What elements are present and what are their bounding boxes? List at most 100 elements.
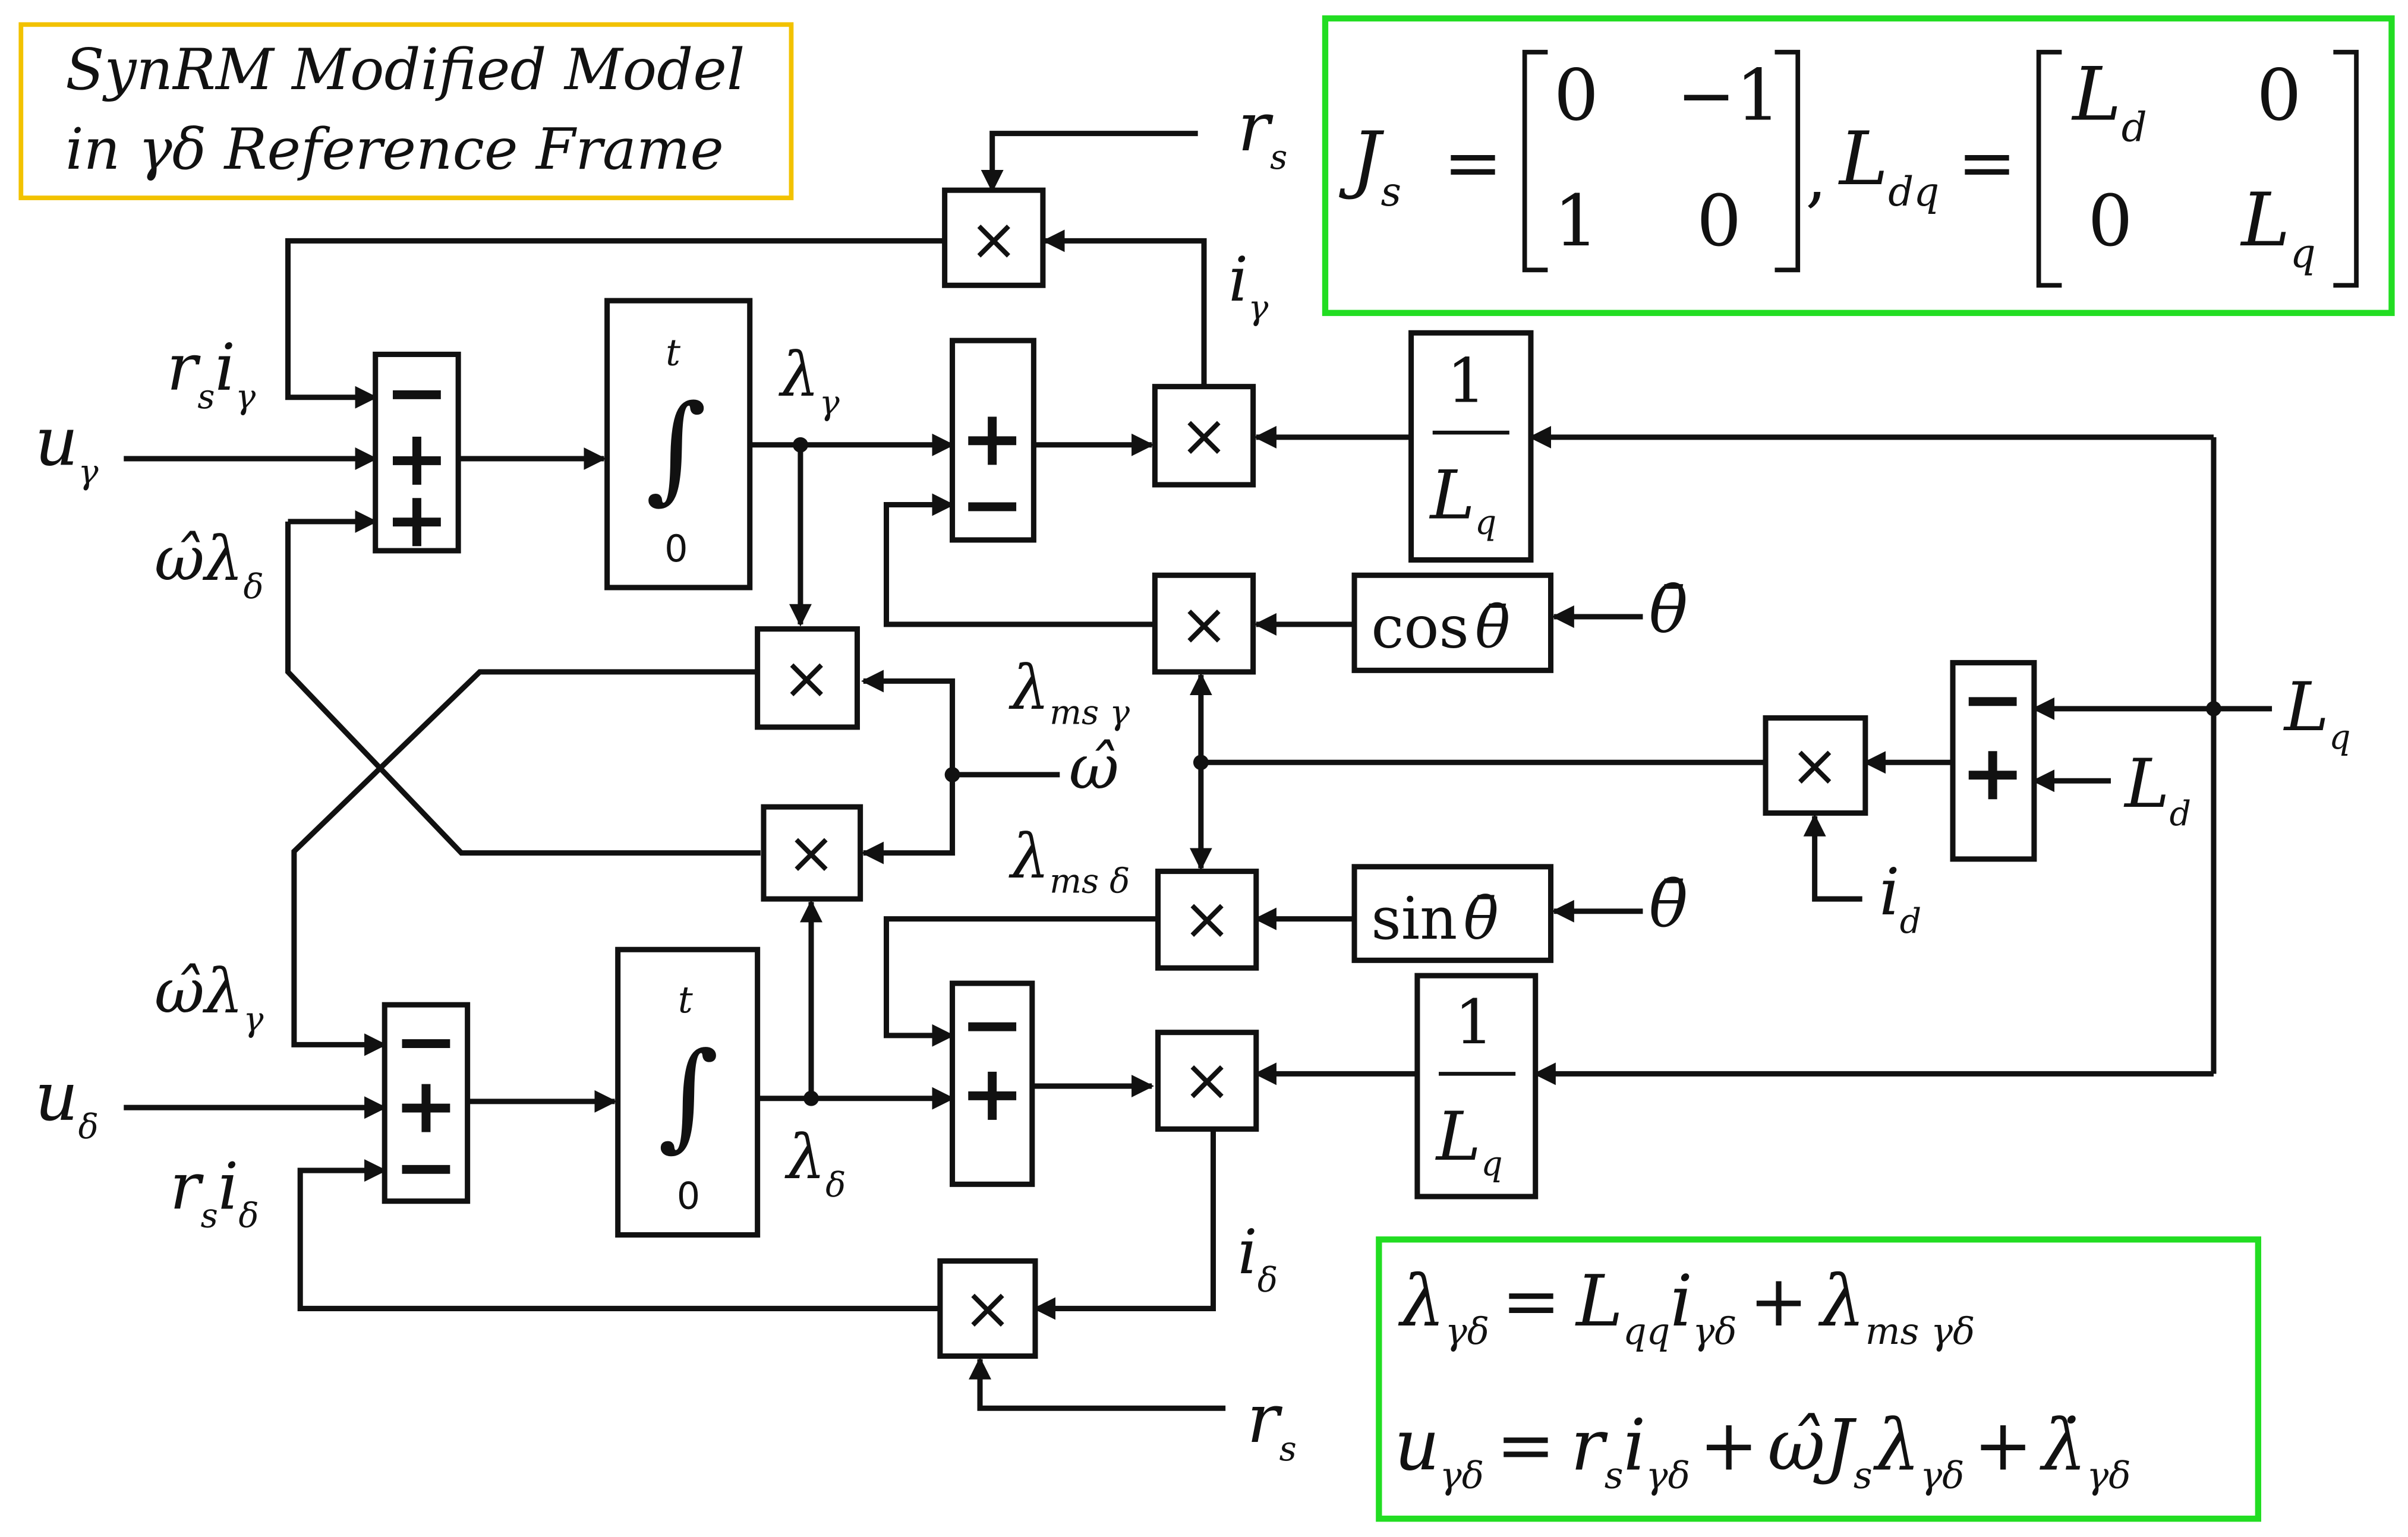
theta-top-label: θ̄ (1649, 572, 1688, 648)
blocks (373, 187, 2037, 1359)
comma: , (1805, 137, 1827, 216)
svg-text:1: 1 (1455, 987, 1494, 1058)
svg-text:×: × (782, 645, 831, 712)
sin-block (1351, 864, 1554, 963)
cos-block (1351, 572, 1554, 673)
junction-dots (793, 437, 2221, 1106)
svg-text:Lq: Lq (1429, 456, 1496, 542)
integrator-delta-content: t ∫ 0 (658, 978, 718, 1217)
svg-text:1: 1 (1447, 345, 1486, 416)
bracket-left-2 (2036, 49, 2062, 288)
sum-delta-block (382, 1002, 471, 1204)
js-symbol: Js (1339, 116, 1401, 215)
svg-text:×: × (969, 206, 1018, 273)
lq-input-label: Lq (2283, 668, 2351, 757)
svg-text:∫: ∫ (658, 1028, 718, 1163)
svg-text:∫: ∫ (646, 380, 707, 516)
sum-ld-lq-block (1950, 659, 2037, 862)
matrix-equation: Js = 0 −1 1 0 , Ldq = Ld 0 0 Lq (1339, 49, 2359, 288)
svg-text:0: 0 (677, 1175, 700, 1218)
svg-text:+: + (394, 1062, 458, 1151)
bracket-right-1 (1775, 49, 1801, 273)
sum-gamma-block (373, 351, 461, 554)
multiply-igamma-block (1152, 384, 1256, 488)
svg-text:×: × (1791, 732, 1839, 800)
ld-input-label: Ld (2123, 744, 2191, 834)
multiply-rs-idelta-block (937, 1258, 1038, 1359)
multiply-sin-block (1155, 869, 1259, 971)
matrix-equation-box (1322, 15, 2395, 316)
svg-text:−: − (394, 1123, 458, 1212)
svg-text:0: 0 (664, 527, 688, 570)
title-box (18, 22, 794, 200)
m12: −1 (1676, 55, 1780, 137)
u-delta-label: uδ (35, 1058, 99, 1147)
sum-signs: − + + + − − + − + − − + (384, 348, 2025, 1212)
d12: 0 (2256, 55, 2302, 137)
svg-text:+: + (960, 1049, 1025, 1138)
i-gamma-label: iγ (1228, 244, 1268, 327)
svg-text:+: + (384, 414, 449, 503)
inv-lq-delta-block (1414, 973, 1539, 1200)
svg-text:−: − (394, 997, 458, 1086)
lambda-ms-gamma-label: λms γ (1008, 652, 1130, 733)
multiply-symbols: × × × × × × × × × (782, 206, 1839, 1343)
bracket-left-1 (1522, 49, 1548, 273)
integrator-gamma-block (604, 298, 753, 591)
rs-top-label: rs (1238, 88, 1287, 177)
lambda-ms-delta-label: λms δ (1008, 821, 1130, 901)
svg-text:−: − (1961, 655, 2025, 744)
svg-text:+: + (960, 394, 1025, 483)
u-gamma-label: uγ (35, 402, 99, 491)
lambda-delta-label: λδ (784, 1122, 846, 1205)
title-line-1: SynRM Modified Model (65, 36, 745, 103)
model-equations-box (1376, 1236, 2261, 1522)
signal-labels: rs iγ rsiγ uγ ω̂λδ λγ λms γ ω̂ λms δ θ̄ … (35, 88, 2351, 1469)
svg-text:×: × (1180, 402, 1228, 470)
integrator-delta-block (615, 946, 761, 1238)
multiply-w-lambda-delta-block (755, 626, 860, 730)
svg-text:−: − (960, 980, 1025, 1069)
flux-equation: λγδ=Lqqiγδ+λms γδ (1398, 1261, 1975, 1353)
sum-delta2-block (950, 980, 1035, 1187)
equals-2: = (1958, 122, 2017, 204)
ldq-symbol: Ldq (1838, 116, 1939, 215)
m11: 0 (1554, 55, 1599, 137)
svg-text:×: × (1183, 885, 1231, 953)
rs-idelta-label: rsiδ (170, 1149, 259, 1236)
i-delta-label: iδ (1238, 1217, 1278, 1300)
svg-text:+: + (1961, 728, 2025, 818)
m21: 1 (1554, 181, 1599, 263)
multiply-idelta-block (1155, 1030, 1259, 1132)
multiply-ld-lq-block (1763, 715, 1868, 816)
svg-text:×: × (787, 819, 836, 887)
svg-text:×: × (963, 1275, 1012, 1343)
svg-text:×: × (1180, 591, 1228, 658)
inv-lq-delta-content: 1 Lq (1435, 987, 1516, 1183)
lambda-gamma-label: λγ (778, 339, 839, 422)
inv-lq-gamma-block (1408, 330, 1534, 563)
equals-1: = (1443, 122, 1503, 204)
d22: Lq (2240, 178, 2315, 276)
d11: Ld (2071, 52, 2147, 150)
m22: 0 (1697, 181, 1742, 263)
d21: 0 (2088, 181, 2133, 263)
theta-bottom-label: θ̄ (1649, 867, 1688, 942)
svg-text:−: − (384, 348, 449, 437)
signal-wires (124, 131, 2273, 1411)
bracket-right-2 (2333, 49, 2359, 288)
rs-igamma-label: rsiγ (167, 330, 256, 416)
id-input-label: id (1879, 854, 1921, 941)
multiply-rs-igamma-block (942, 187, 1046, 288)
inv-lq-gamma-content: 1 Lq (1429, 345, 1509, 542)
svg-text:×: × (1183, 1046, 1231, 1114)
svg-text:t: t (678, 978, 693, 1021)
integrator-gamma-content: t ∫ 0 (646, 331, 707, 570)
svg-text:+: + (384, 475, 449, 564)
rs-bottom-label: rs (1247, 1380, 1296, 1469)
omega-hat-label: ω̂ (1069, 732, 1119, 803)
